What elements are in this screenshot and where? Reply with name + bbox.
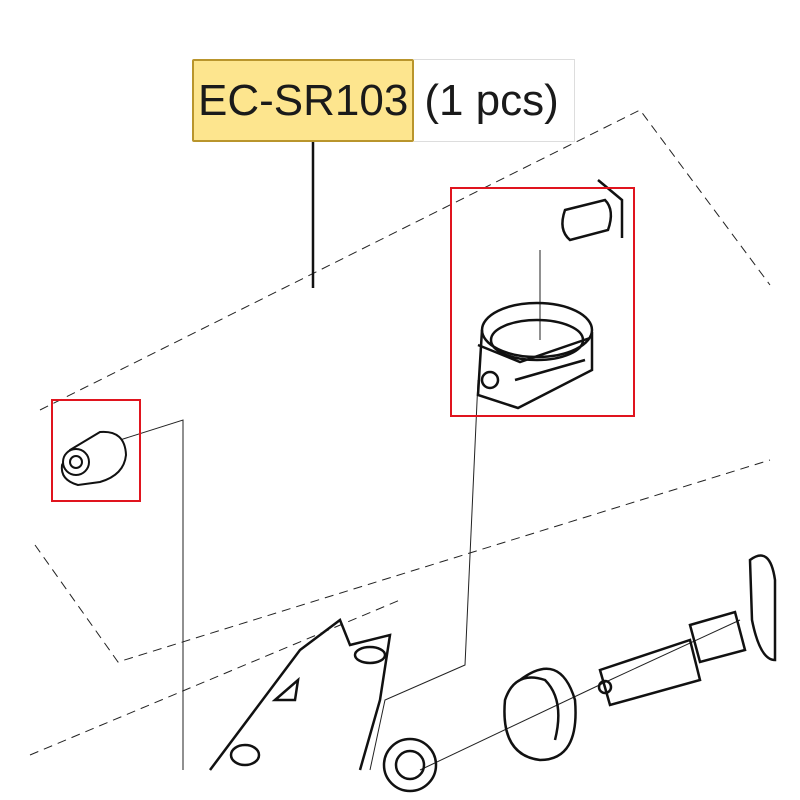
part-code-label[interactable]: EC-SR103 [192, 59, 415, 142]
bolt-part [60, 430, 128, 487]
part-number-callout: EC-SR103 (1 pcs) [192, 59, 576, 142]
highlight-box-bolt[interactable] [51, 399, 141, 502]
part-quantity-label: (1 pcs) [414, 59, 576, 142]
clamp-band-part [476, 179, 624, 410]
highlight-box-clamp-band[interactable] [450, 187, 635, 417]
dashed-assembly-outline [29, 109, 771, 756]
guide-lines [119, 250, 741, 771]
derailleur-parts [209, 554, 777, 793]
